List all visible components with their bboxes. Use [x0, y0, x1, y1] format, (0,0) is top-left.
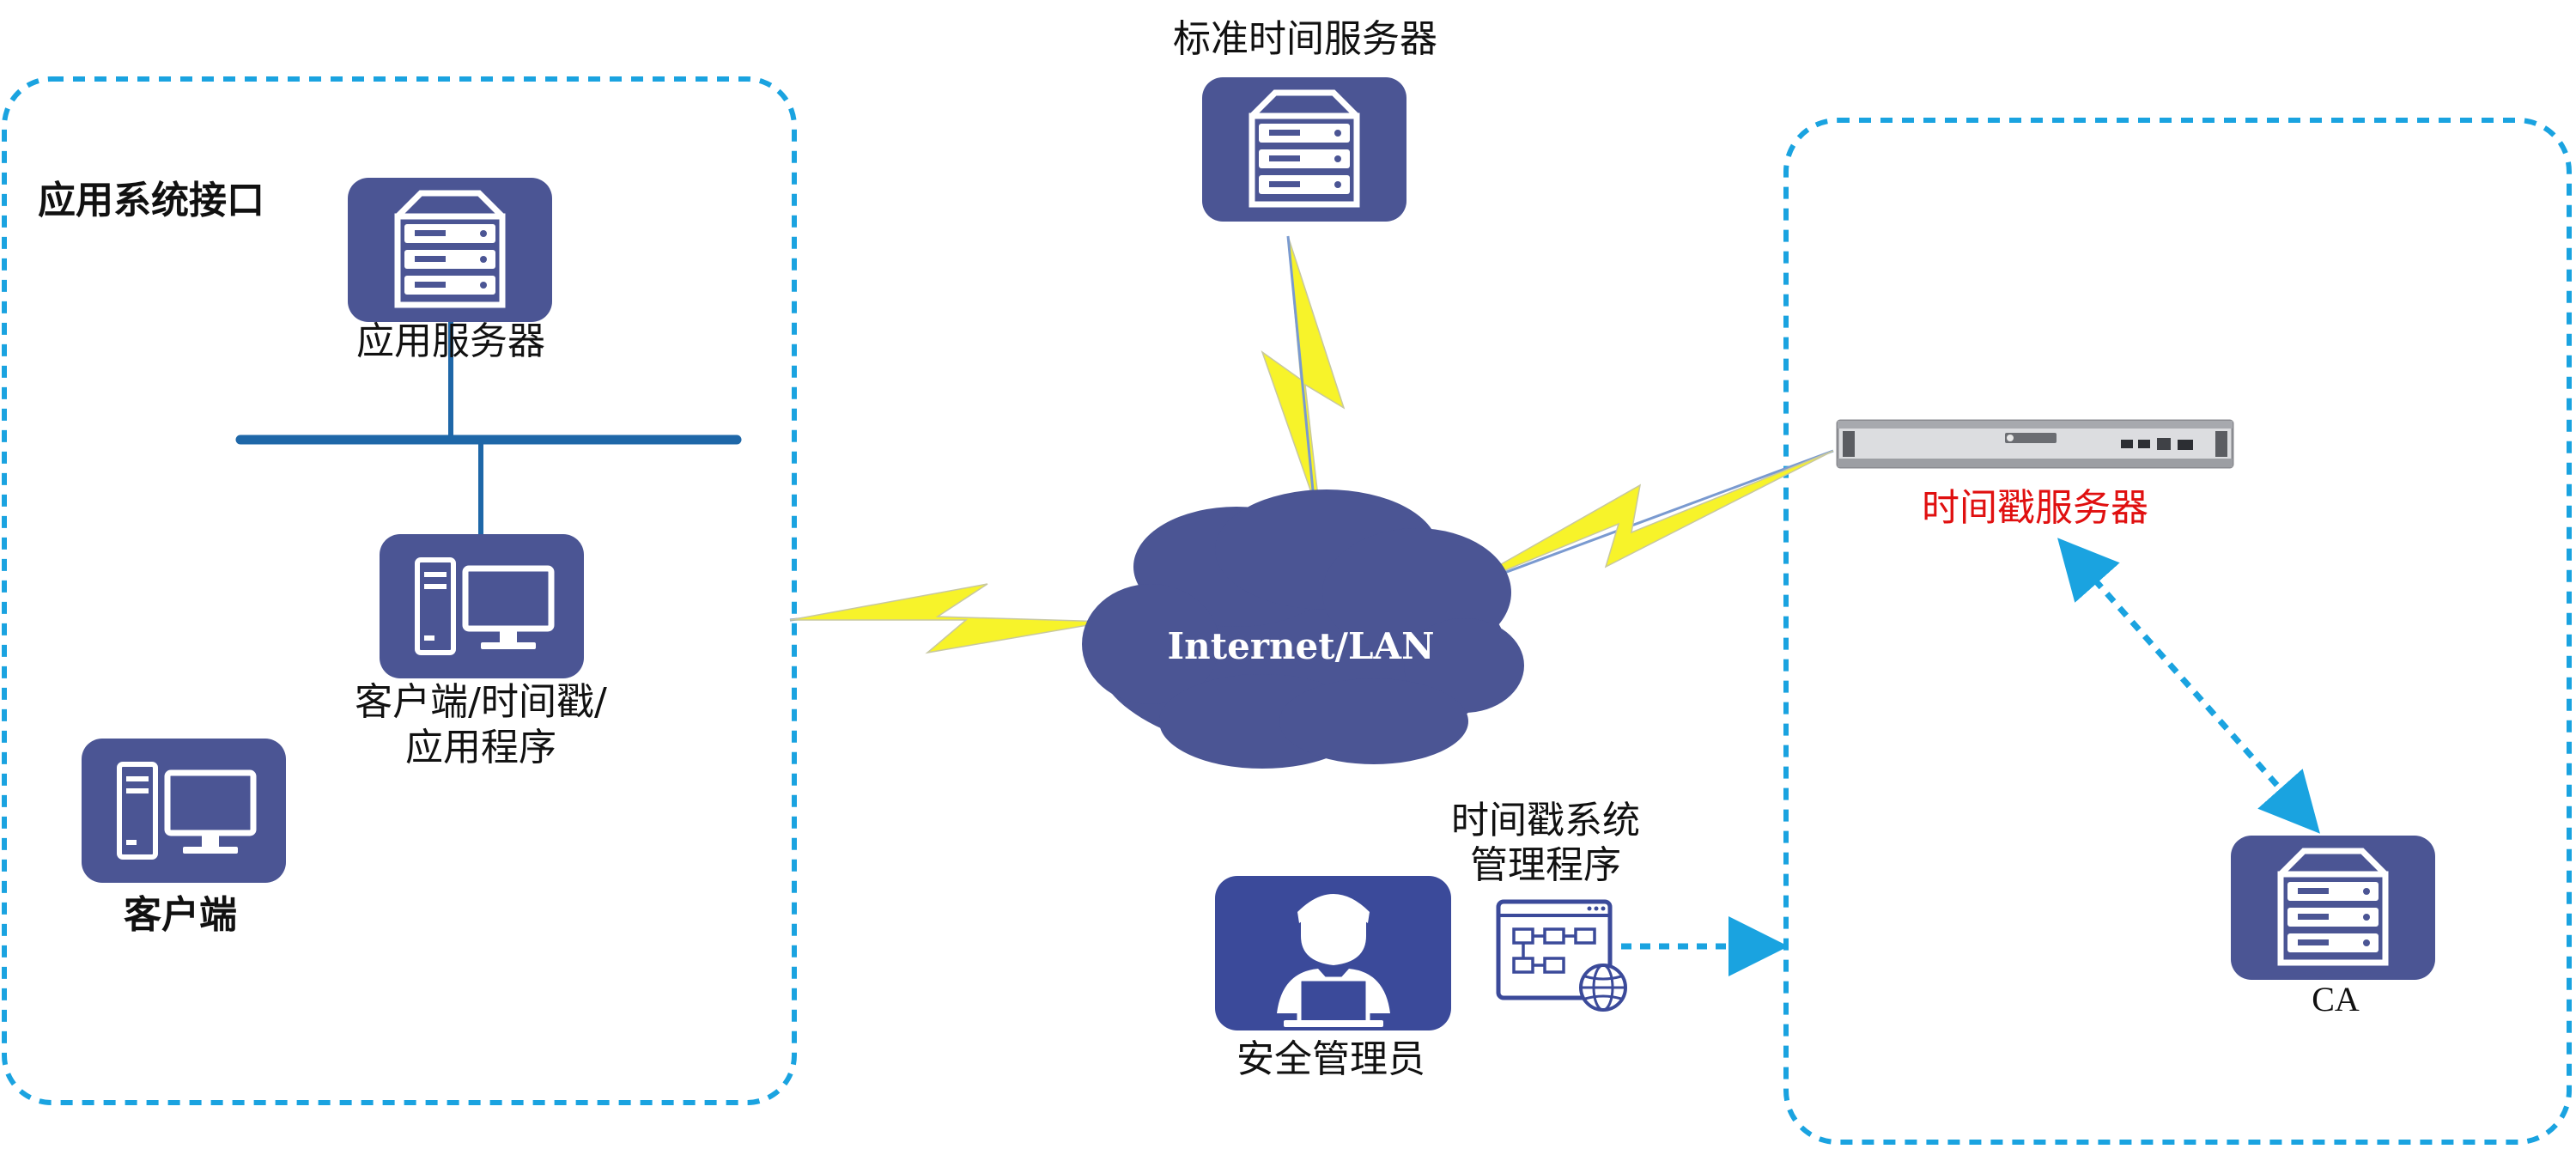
timestamp-server-rack-icon[interactable]	[1836, 419, 2234, 469]
mgmt-program-label-line1: 时间戳系统	[1451, 799, 1640, 842]
timestamp-server-ca-arrow	[2057, 538, 2320, 834]
lightning-link-top	[1261, 235, 1346, 520]
client-app-label-line1: 客户端/时间戳/	[355, 680, 607, 724]
client-label: 客户端	[124, 893, 237, 937]
app-server-label: 应用服务器	[356, 319, 545, 363]
client-app-label: 客户端/时间戳/ 应用程序	[326, 680, 635, 771]
internet-lan-cloud-icon	[1082, 489, 1524, 769]
lightning-link-left	[789, 583, 1109, 654]
ca-server-icon[interactable]	[2231, 836, 2435, 980]
security-admin-label: 安全管理员	[1236, 1037, 1425, 1081]
app-system-group-label: 应用系统接口	[38, 179, 264, 222]
timestamp-system-group-border	[1783, 118, 2572, 1145]
client-app-label-line2: 应用程序	[405, 725, 556, 769]
client-computer-icon[interactable]	[82, 739, 286, 883]
management-program-flowchart-icon[interactable]	[1496, 899, 1627, 1012]
app-server-icon[interactable]	[348, 178, 552, 322]
client-app-computer-icon[interactable]	[380, 534, 584, 678]
lightning-link-right	[1450, 449, 1834, 594]
timestamp-server-label: 时间戳服务器	[1922, 486, 2148, 530]
mgmt-program-label: 时间戳系统 管理程序	[1408, 799, 1683, 888]
std-time-server-label: 标准时间服务器	[1173, 17, 1437, 61]
mgmt-program-label-line2: 管理程序	[1470, 842, 1621, 887]
network-label: Internet/LAN	[1167, 625, 1435, 667]
std-time-server-icon[interactable]	[1202, 77, 1406, 222]
app-system-group-border	[2, 76, 797, 1105]
ca-label: CA	[2312, 980, 2360, 1018]
security-admin-user-icon[interactable]	[1215, 876, 1451, 1030]
